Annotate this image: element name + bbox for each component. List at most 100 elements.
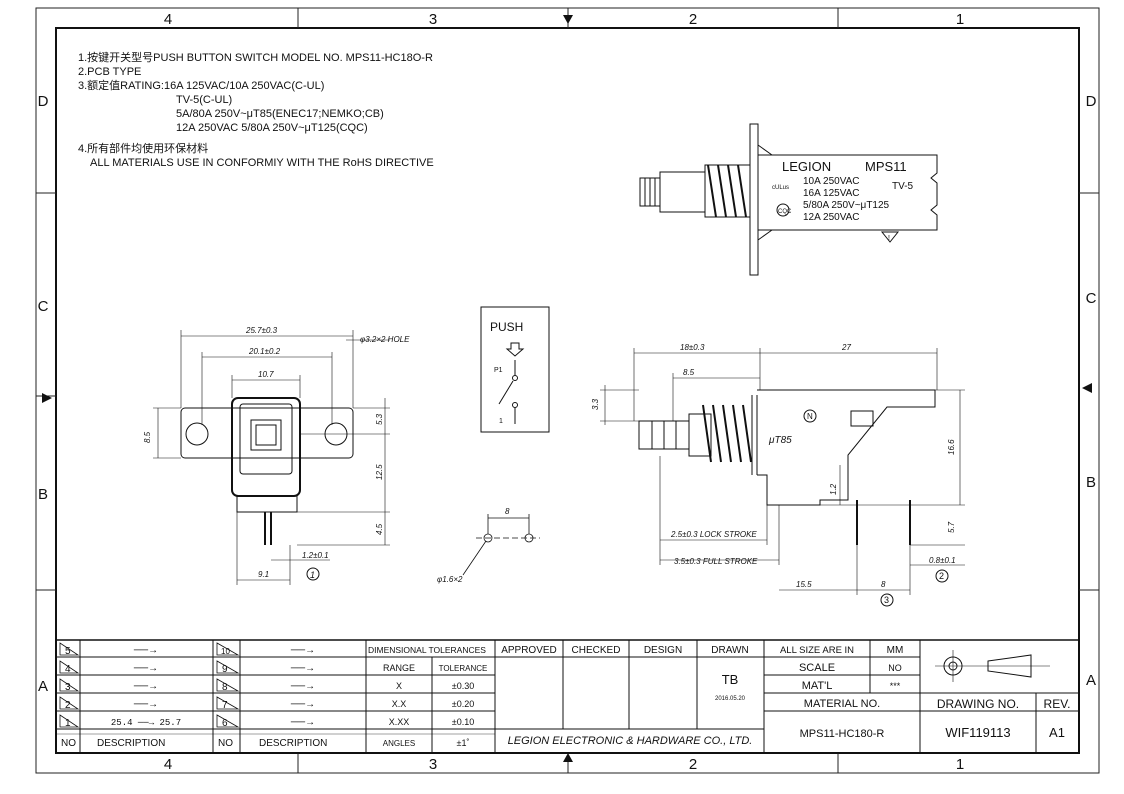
side-full-stroke: 3.5±0.3 FULL STROKE: [674, 557, 758, 566]
push-schematic: [480, 306, 550, 433]
front-dim-10-7: 10.7: [258, 370, 274, 379]
zone-top-3: 3: [429, 11, 437, 28]
front-hole-label: φ3.2×2 HOLE: [360, 335, 410, 344]
zone-bottom-1: 1: [956, 756, 964, 773]
rev-no-6: 6: [222, 718, 228, 729]
side-dim-27: 27: [841, 343, 851, 352]
notes-block: 1.按键开关型号PUSH BUTTON SWITCH MODEL NO. MPS…: [78, 50, 434, 169]
label-rating-2: 16A 125VAC: [803, 188, 860, 199]
size-label: ALL SIZE ARE IN: [780, 645, 854, 656]
note-line-8: ALL MATERIALS USE IN CONFORMIY WITH THE …: [90, 157, 434, 169]
front-dim-25-7: 25.7±0.3: [245, 326, 278, 335]
note-line-1: 1.按键开关型号PUSH BUTTON SWITCH MODEL NO. MPS…: [78, 50, 433, 64]
rev2-desc-9: ──→: [290, 663, 315, 674]
label-rating-3: 5/80A 250V~μT125: [803, 200, 890, 211]
tolerance-header: TOLERANCE: [439, 664, 488, 673]
size-unit: MM: [887, 645, 904, 656]
note-line-3: 3.额定值RATING:16A 125VAC/10A 250VAC(C-UL): [78, 78, 324, 92]
drawing-no-value: WIF119113: [945, 725, 1010, 740]
rev-no-5: 5: [65, 646, 71, 657]
note-line-5: 5A/80A 250V~μT85(ENEC17;NEMKO;CB): [176, 108, 384, 120]
zone-top-2: 2: [689, 11, 697, 28]
rev-desc-5: ──→: [133, 645, 158, 656]
rev-label: REV.: [1044, 697, 1071, 711]
description-header-2: DESCRIPTION: [259, 738, 327, 749]
side-dim-8: 8: [881, 580, 886, 589]
schematic-p2: 1: [499, 418, 503, 425]
zone-bottom-2: 2: [689, 756, 697, 773]
side-dim-16-6: 16.6: [947, 439, 956, 455]
note-line-7: 4.所有部件均使用环保材料: [78, 141, 208, 155]
rev-no-10: 10: [221, 647, 230, 656]
label-rating-4: 12A 250VAC: [803, 212, 860, 223]
side-callout-3: 3: [884, 595, 889, 605]
schematic-p1: P1: [494, 367, 503, 374]
hole-spacing: 8: [505, 507, 510, 516]
description-header: DESCRIPTION: [97, 738, 165, 749]
rev-desc-3: ──→: [133, 681, 158, 692]
label-brand: LEGION: [782, 159, 831, 174]
zone-right-c: C: [1086, 290, 1097, 307]
note-line-2: 2.PCB TYPE: [78, 66, 141, 78]
dimensional-tolerances-header: DIMENSIONAL TOLERANCES: [368, 645, 486, 655]
label-tv: TV-5: [892, 181, 914, 192]
rev2-desc-7: ──→: [290, 699, 315, 710]
schematic-title: PUSH: [490, 320, 523, 334]
rev2-desc-8: ──→: [290, 681, 315, 692]
drawn-date: 2016.05.20: [715, 696, 746, 702]
zone-right-d: D: [1086, 93, 1097, 110]
hole-diameter: φ1.6×2: [437, 575, 463, 584]
front-callout-1: 1: [310, 570, 315, 580]
approved-header: APPROVED: [501, 645, 557, 656]
side-view: [600, 348, 965, 607]
range-xx: X.X: [392, 699, 407, 709]
drawing-no-label: DRAWING NO.: [937, 697, 1019, 711]
zone-right-a: A: [1086, 672, 1096, 689]
revision-triangles: [59, 642, 240, 728]
side-dim-15-5: 15.5: [796, 580, 812, 589]
tol-x: ±0.30: [452, 681, 474, 691]
rev-no-3: 3: [65, 682, 71, 693]
tol-xx: ±0.20: [452, 699, 474, 709]
front-dim-12-5: 12.5: [375, 464, 384, 480]
tol-xxx: ±0.10: [452, 717, 474, 727]
zone-right-b: B: [1086, 474, 1096, 491]
range-xxx: X.XX: [389, 717, 410, 727]
zone-top-1: 1: [956, 11, 964, 28]
side-callout-2: 2: [939, 571, 944, 581]
design-header: DESIGN: [644, 645, 682, 656]
cqc-mark: CQC: [778, 209, 792, 215]
material-no-value: MPS11-HC180-R: [800, 728, 885, 740]
front-dim-5-3: 5.3: [375, 413, 384, 425]
rev-desc-1: 25.4 ──→ 25.7: [111, 718, 181, 728]
front-view: [153, 330, 390, 585]
scale-label: SCALE: [799, 662, 835, 674]
matl-value: ***: [890, 681, 901, 691]
side-dim-5-7: 5.7: [947, 521, 956, 533]
label-model: MPS11: [865, 159, 907, 174]
matl-label: MAT'L: [802, 680, 833, 692]
side-dim-8-5: 8.5: [683, 368, 695, 377]
label-view: [639, 123, 938, 276]
note-line-4: TV-5(C-UL): [176, 94, 232, 106]
side-lock-stroke: 2.5±0.3 LOCK STROKE: [670, 530, 757, 539]
center-arrow-left: [42, 393, 52, 403]
center-arrow-top: [563, 15, 573, 24]
center-arrow-bottom: [563, 753, 573, 762]
rev-desc-2: ──→: [133, 699, 158, 710]
no-header: NO: [61, 738, 76, 749]
side-dim-0-8: 0.8±0.1: [929, 556, 956, 565]
hole-pattern: [462, 514, 540, 576]
rev-desc-4: ──→: [133, 663, 158, 674]
label-rating-1: 10A 250VAC: [803, 176, 860, 187]
side-dim-3-3: 3.3: [591, 398, 600, 410]
rev-value: A1: [1049, 725, 1065, 740]
side-mark-ut85: μT85: [768, 435, 792, 446]
no-header-2: NO: [218, 738, 233, 749]
drawn-by: TB: [722, 672, 739, 687]
zone-top-4: 4: [164, 11, 172, 28]
warning-mark: !: [888, 235, 890, 242]
note-line-6: 12A 250VAC 5/80A 250V~μT125(CQC): [176, 122, 368, 134]
scale-value: NO: [888, 663, 902, 673]
